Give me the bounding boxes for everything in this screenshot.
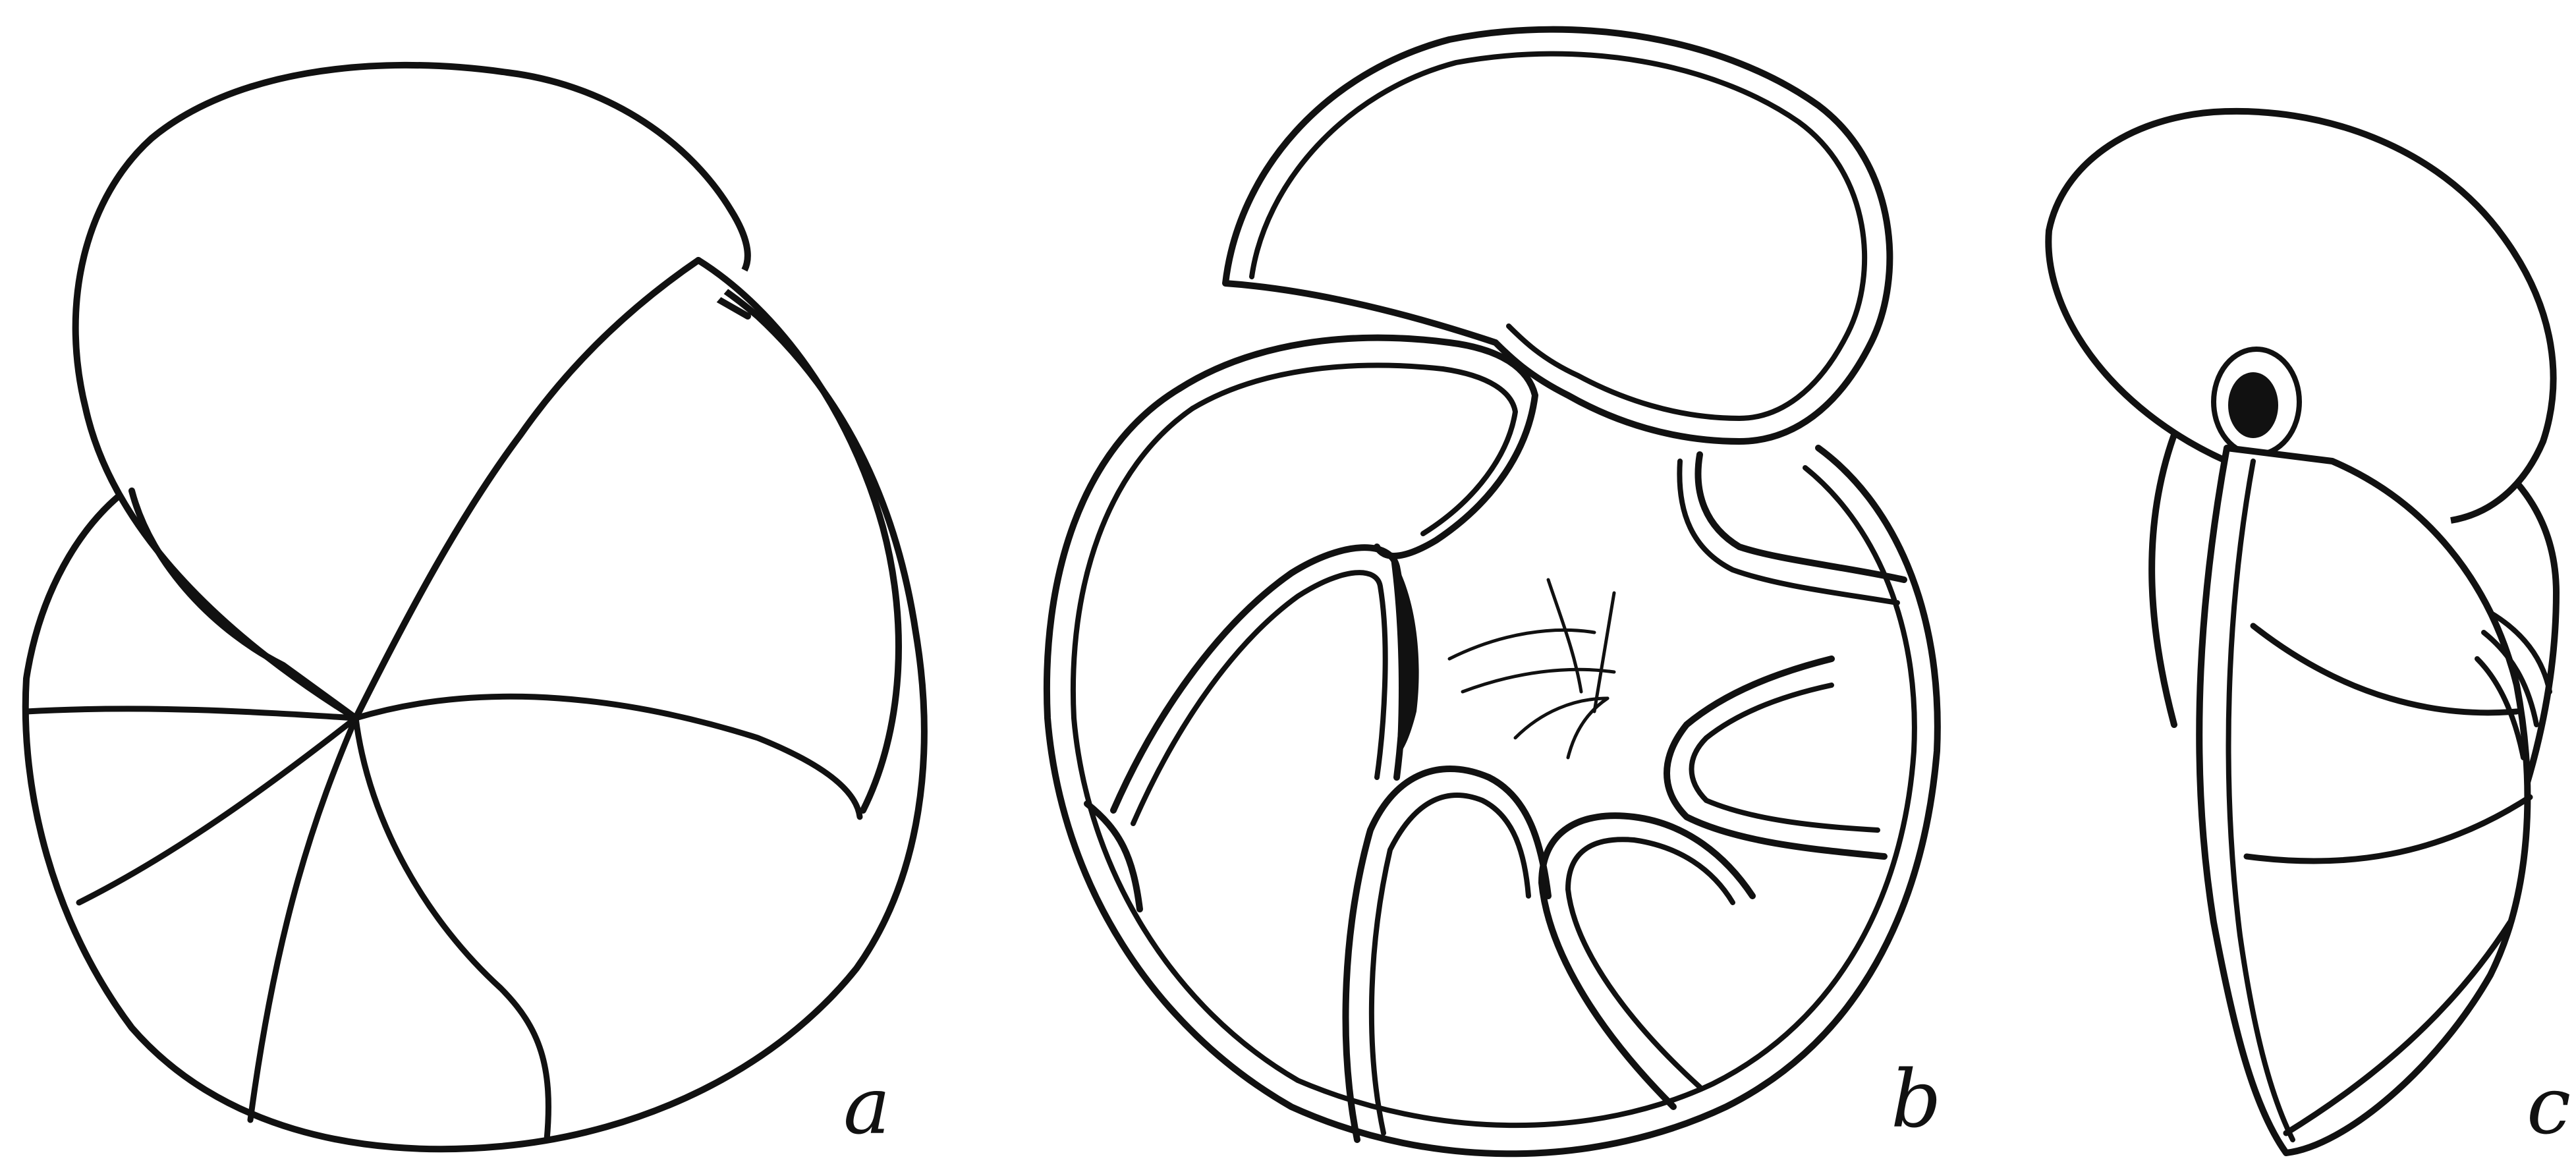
panel-a-last-chamber	[76, 65, 748, 718]
panel-c-keel-body	[2199, 448, 2527, 1153]
panel-b-inner-sutures	[1449, 580, 1614, 758]
panel-b-chambers	[1087, 338, 1904, 1140]
panel-b-outer-wall	[1047, 389, 1938, 1154]
panel-a-label: a	[843, 1067, 891, 1146]
panel-b-last-chamber	[1225, 30, 1890, 441]
panel-b-label: b	[1891, 1061, 1942, 1140]
panel-b-inner-wall	[1073, 408, 1915, 1125]
panel-b-umbilicus-shadow	[1390, 553, 1419, 758]
panel-b-shell	[1047, 30, 1938, 1154]
panel-c-shell	[2048, 111, 2556, 1153]
panel-c-label: c	[2527, 1067, 2571, 1146]
panel-c-aperture	[2228, 372, 2278, 438]
panel-a-shell	[26, 65, 924, 1149]
